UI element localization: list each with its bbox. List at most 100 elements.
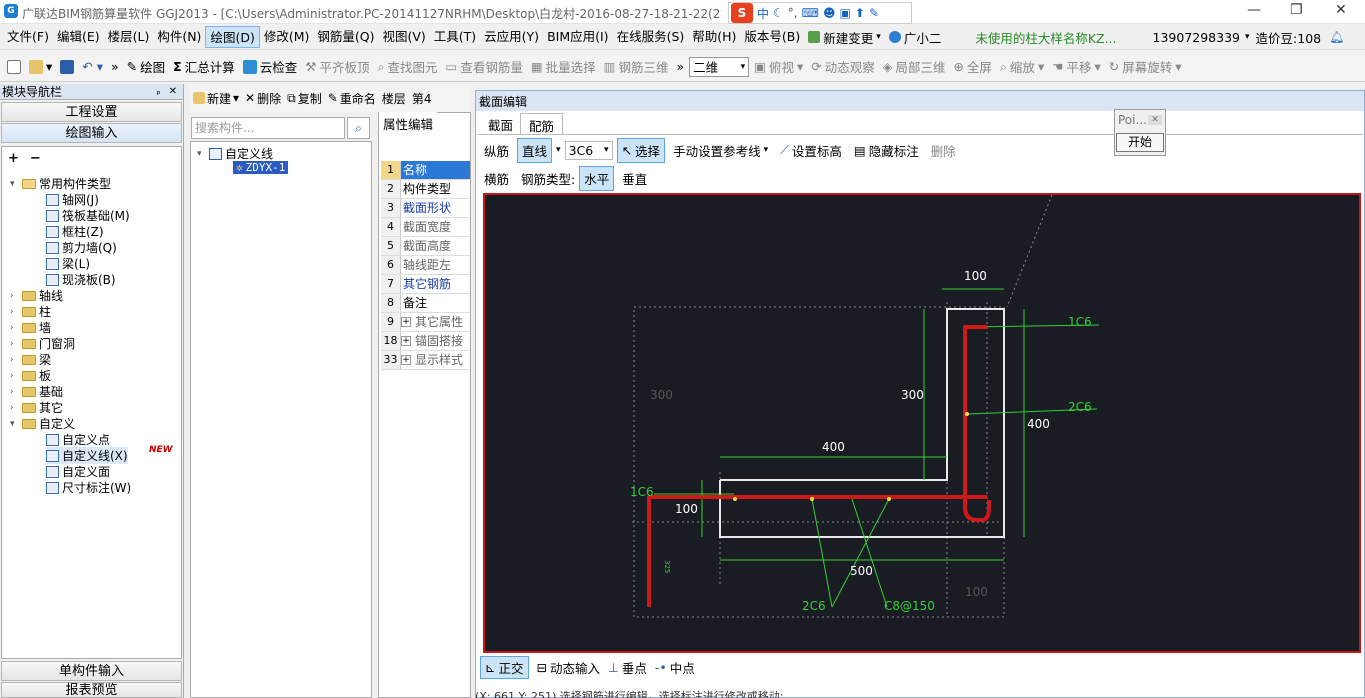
single-input-button[interactable]: 单构件输入 bbox=[1, 661, 182, 681]
tree-item-zdyx1[interactable]: ✲ZDYX-1 bbox=[233, 161, 289, 174]
expand-icon[interactable]: + bbox=[401, 336, 411, 346]
top-view-button[interactable]: ▣俯视▾ bbox=[754, 59, 804, 75]
tree-common-types[interactable]: ▾常用构件类型 bbox=[10, 175, 111, 192]
tree-root-custom-line[interactable]: ▾自定义线 bbox=[197, 145, 273, 162]
label-stirrup[interactable]: C8@150 bbox=[884, 599, 935, 613]
pan-button[interactable]: ☚平移▾ bbox=[1052, 59, 1101, 75]
start-button[interactable]: 开始 bbox=[1116, 133, 1164, 152]
rebar-lines[interactable] bbox=[647, 325, 991, 607]
tree-custom-item[interactable]: 自定义点 bbox=[46, 431, 110, 448]
section-drawing[interactable]: 100 300 300 400 400 100 500 100 1C6 2C6 … bbox=[485, 194, 1359, 651]
menu-item[interactable]: 云应用(Y) bbox=[484, 29, 540, 44]
floor-select[interactable]: 第4 bbox=[411, 91, 432, 106]
rename-component-button[interactable]: ✎重命名 bbox=[328, 90, 376, 107]
menu-item[interactable]: 帮助(H) bbox=[692, 29, 737, 44]
dim-top-width[interactable]: 100 bbox=[964, 269, 987, 283]
cloud-check-button[interactable]: 云检查 bbox=[240, 55, 301, 79]
rebar-vertical-hook[interactable] bbox=[963, 325, 991, 522]
dynamic-view-button[interactable]: ⟳动态观察 bbox=[808, 55, 878, 79]
tree-common-item[interactable]: 轴网(J) bbox=[46, 191, 99, 208]
midpoint-button[interactable]: -•中点 bbox=[655, 658, 695, 677]
menu-item[interactable]: 版本号(B) bbox=[744, 29, 801, 44]
menu-item[interactable]: 视图(V) bbox=[382, 29, 426, 44]
close-icon[interactable]: ✕ bbox=[1148, 115, 1162, 125]
dim-total-height[interactable]: 400 bbox=[1027, 417, 1050, 431]
punct-icon[interactable]: °, bbox=[787, 6, 798, 20]
drawing-canvas[interactable]: 100 300 300 400 400 100 500 100 1C6 2C6 … bbox=[483, 193, 1361, 653]
tab-section[interactable]: 截面 bbox=[488, 118, 514, 133]
project-settings-button[interactable]: 工程设置 bbox=[1, 102, 182, 122]
upload-icon[interactable]: ⬆ bbox=[854, 6, 865, 20]
copy-component-button[interactable]: ⧉复制 bbox=[287, 90, 322, 107]
unused-notice[interactable]: 未使用的柱大样名称KZ... bbox=[975, 30, 1117, 46]
expand-all-button[interactable]: +− bbox=[8, 151, 41, 166]
skin-icon[interactable]: ▣ bbox=[839, 6, 851, 20]
view-mode-select[interactable]: 二维▾ bbox=[689, 56, 750, 77]
menu-item[interactable]: BIM应用(I) bbox=[547, 29, 609, 44]
chevron-down-icon[interactable]: ▾ bbox=[1245, 32, 1250, 42]
new-change-menu[interactable]: 新建变更 ▾ bbox=[808, 28, 881, 47]
expand-icon[interactable]: + bbox=[401, 355, 411, 365]
new-component-button[interactable]: 新建▾ bbox=[193, 90, 239, 107]
tree-folder[interactable]: ›板 bbox=[10, 367, 51, 384]
pin-icon[interactable]: ₚ bbox=[156, 86, 161, 97]
menu-item[interactable]: 在线服务(S) bbox=[616, 29, 685, 44]
expand-icon[interactable]: + bbox=[401, 317, 411, 327]
menu-item[interactable]: 工具(T) bbox=[433, 29, 477, 44]
menu-item[interactable]: 绘图(D) bbox=[205, 26, 260, 48]
vertical-button[interactable]: 垂直 bbox=[622, 171, 648, 187]
line-mode-button[interactable]: 直线 bbox=[517, 137, 553, 163]
dim-flange-height[interactable]: 100 bbox=[675, 502, 698, 516]
tree-common-item[interactable]: 现浇板(B) bbox=[46, 271, 116, 288]
ime-toolbar[interactable]: S 中 ☾ °, ⌨ ☻ ▣ ⬆ ✎ bbox=[728, 2, 912, 24]
tree-folder[interactable]: ›柱 bbox=[10, 303, 51, 320]
label-2c6-right[interactable]: 2C6 bbox=[1068, 400, 1092, 414]
user-icon[interactable]: ☻ bbox=[822, 6, 836, 20]
menu-item[interactable]: 构件(N) bbox=[157, 29, 202, 44]
report-button[interactable]: 报表预览 bbox=[1, 682, 182, 698]
manual-ref-button[interactable]: 手动设置参考线▾ bbox=[669, 139, 772, 162]
drawing-input-button[interactable]: 绘图输入 bbox=[1, 123, 182, 143]
component-search-input[interactable]: 搜索构件... bbox=[191, 117, 345, 139]
fullscreen-button[interactable]: ⊕全屏 bbox=[950, 55, 995, 79]
dim-flange-width[interactable]: 400 bbox=[822, 440, 845, 454]
select-button[interactable]: ↖选择 bbox=[616, 137, 666, 163]
rebar-spec-select[interactable]: 3C6▾ bbox=[564, 140, 613, 160]
close-icon[interactable]: ✕ bbox=[1335, 2, 1347, 18]
dim-web-height[interactable]: 300 bbox=[901, 388, 924, 402]
ortho-button[interactable]: ⊾正交 bbox=[480, 655, 529, 679]
keyboard-icon[interactable]: ⌨ bbox=[801, 6, 819, 20]
undo-button[interactable]: ↶ ▾ bbox=[82, 59, 104, 74]
tree-folder[interactable]: ›门窗洞 bbox=[10, 335, 75, 352]
moon-icon[interactable]: ☾ bbox=[773, 6, 784, 20]
perpendicular-button[interactable]: ⊥垂点 bbox=[608, 658, 647, 677]
property-row[interactable]: 33+显示样式 bbox=[381, 351, 470, 370]
menu-item[interactable]: 钢筋量(Q) bbox=[317, 29, 375, 44]
tree-custom-item[interactable]: 尺寸标注(W) bbox=[46, 479, 131, 496]
properties-tab[interactable]: 属性编辑 bbox=[379, 112, 437, 132]
tree-custom-item[interactable]: 自定义面 bbox=[46, 463, 110, 480]
tree-folder[interactable]: ›墙 bbox=[10, 319, 51, 336]
rotate-button[interactable]: ↻屏幕旋转▾ bbox=[1108, 59, 1182, 75]
search-icon[interactable]: ⌕ bbox=[347, 117, 370, 139]
close-icon[interactable]: ✕ bbox=[168, 86, 177, 97]
label-2c6-bottom[interactable]: 2C6 bbox=[802, 599, 826, 613]
chevron-down-icon[interactable]: ▾ bbox=[556, 145, 561, 155]
menu-item[interactable]: 编辑(E) bbox=[56, 29, 100, 44]
menu-item[interactable]: 楼层(L) bbox=[107, 29, 150, 44]
ime-chinese-label[interactable]: 中 bbox=[757, 6, 770, 21]
tree-common-item[interactable]: 梁(L) bbox=[46, 255, 90, 272]
property-row[interactable]: 18+锚固搭接 bbox=[381, 332, 470, 351]
toolbar-overflow[interactable]: » bbox=[111, 59, 119, 74]
tree-common-item[interactable]: 剪力墙(Q) bbox=[46, 239, 117, 256]
tree-folder[interactable]: ›轴线 bbox=[10, 287, 63, 304]
rebar-3d-button[interactable]: ▥钢筋三维 bbox=[601, 55, 672, 79]
restore-icon[interactable]: ❐ bbox=[1290, 2, 1303, 18]
open-button[interactable]: ▾ bbox=[26, 55, 55, 79]
